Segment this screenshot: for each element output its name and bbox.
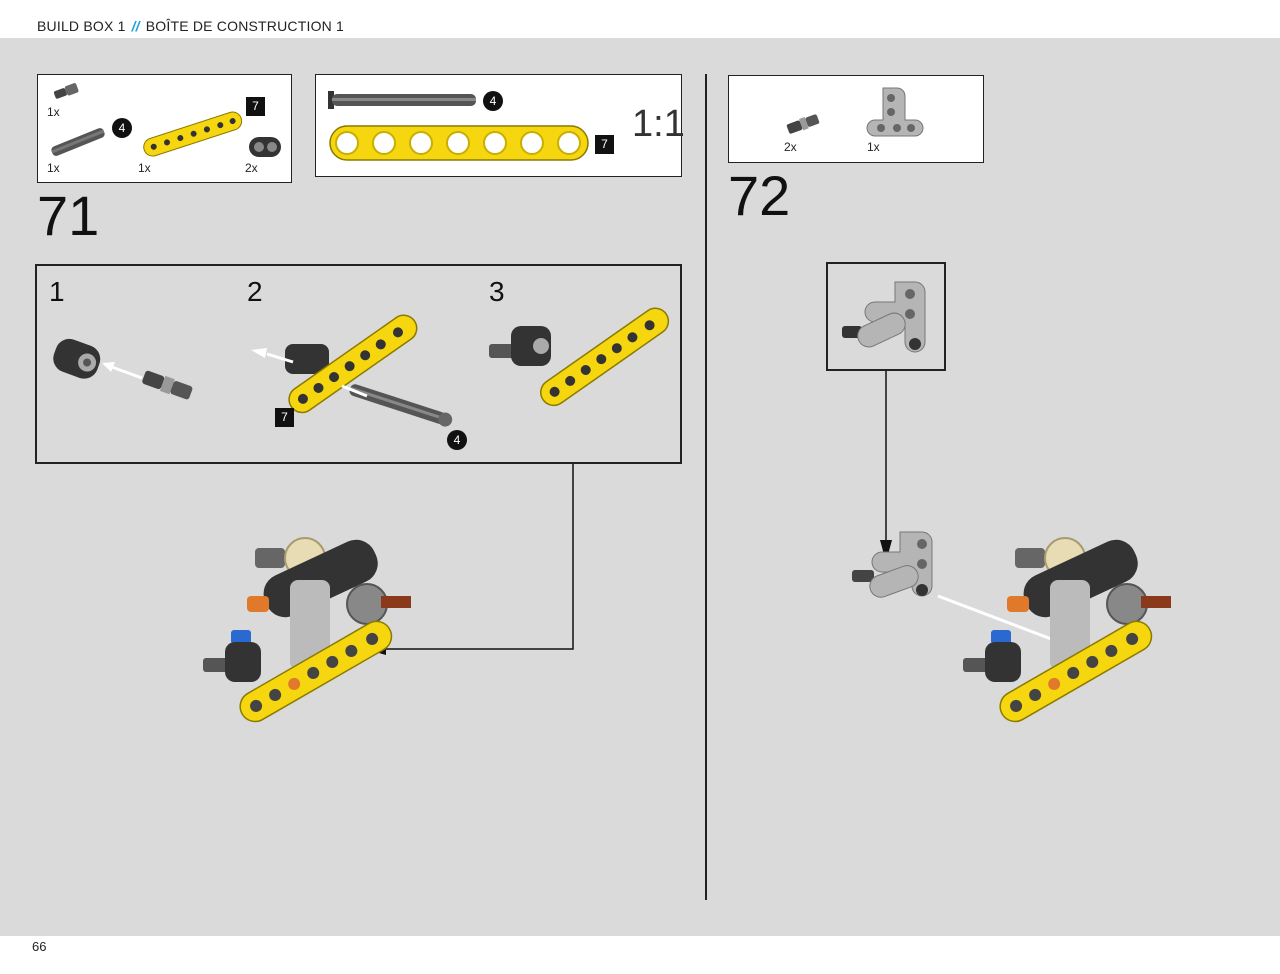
instruction-page [0,38,1280,936]
yellow-beam-icon [143,111,243,157]
scale-axle-badge: 4 [483,91,503,111]
axle-scale-icon [328,91,476,109]
step-divider [705,74,707,900]
pin-icon [786,114,820,134]
part-qty: 1x [867,140,880,154]
part-qty: 1x [47,161,60,175]
step72-subassembly-callout [826,262,946,371]
header-title: BUILD BOX 1 // BOÎTE DE CONSTRUCTION 1 [37,18,344,34]
substep2-axle-badge: 4 [447,430,467,450]
part-qty: 2x [784,140,797,154]
substep3-illustration [489,307,670,407]
header-title-fr: BOÎTE DE CONSTRUCTION 1 [145,18,345,34]
substep2-illustration [251,314,453,427]
substep2-beam-badge: 7 [275,408,294,427]
step71-parts-box: 1x 4 1x 7 1x 2x [37,74,292,183]
step72-loose-part-illustration [852,531,933,598]
substep-number: 3 [489,276,505,307]
step71-model-illustration [203,537,411,723]
substep1-illustration [53,338,193,400]
header-title-en: BUILD BOX 1 [37,18,126,34]
step71-scale-box: 4 7 1:1 [315,74,685,177]
substep-number: 2 [247,276,263,307]
dark-connector-icon [249,137,281,157]
part-qty: 2x [245,161,258,175]
step71-subassembly-callout: 1 2 7 4 3 [35,264,682,464]
step72-parts-box: 2x 1x [728,75,984,163]
part-qty: 1x [138,161,151,175]
angle-beam-icon [866,87,924,137]
angle-beam-with-pins-illustration [842,281,926,353]
scale-beam-badge: 7 [595,135,614,154]
pin-icon [53,83,79,99]
axle-length-badge: 4 [112,118,132,138]
beam-scale-icon [329,125,589,161]
step72-model-illustration [963,537,1171,723]
scale-label: 1:1 [632,103,685,145]
page-number: 66 [32,939,47,954]
substep-number: 1 [49,276,65,307]
step-number: 71 [37,184,100,247]
part-qty: 1x [47,105,60,119]
step-number: 72 [728,164,791,227]
beam-length-badge: 7 [246,97,265,116]
header-separator: // [131,18,140,34]
axle-icon [51,128,105,156]
page-footer [0,936,1280,974]
page-header: BUILD BOX 1 // BOÎTE DE CONSTRUCTION 1 [0,0,1280,38]
